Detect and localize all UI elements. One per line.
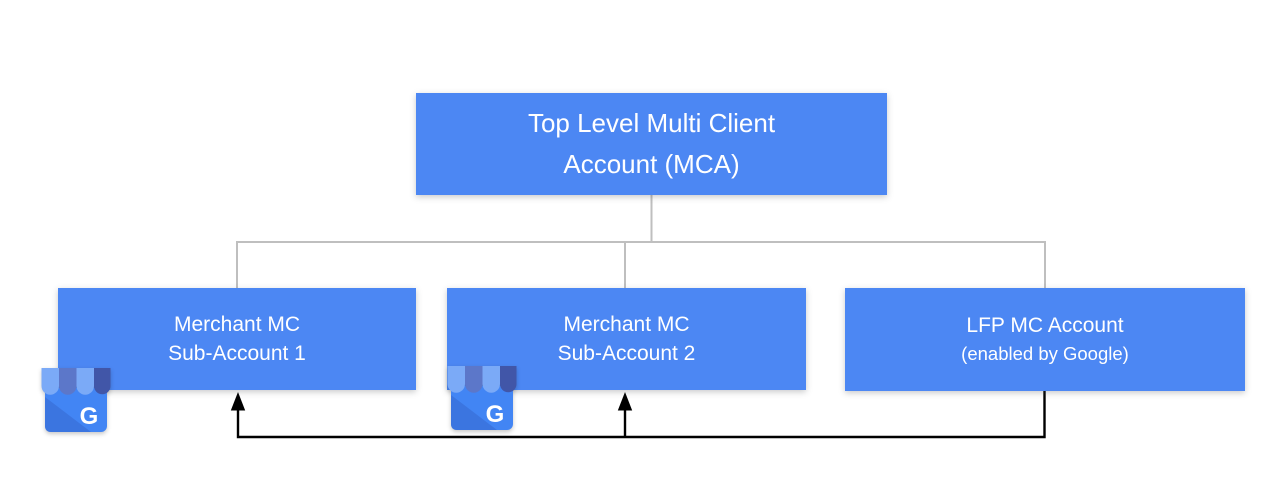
node-top-mca: Top Level Multi Client Account (MCA) xyxy=(416,93,887,195)
awning-stripe xyxy=(500,366,517,393)
node-merchant-sub-account-1: Merchant MC Sub-Account 1 xyxy=(58,288,416,390)
google-g-letter: G xyxy=(80,403,99,430)
awning-stripe xyxy=(482,366,500,393)
node-merchant-sub-account-2: Merchant MC Sub-Account 2 xyxy=(447,288,806,390)
google-my-business-icon: G xyxy=(41,368,111,432)
tree-connector-path xyxy=(236,195,1046,288)
node-lfp-mc-account: LFP MC Account (enabled by Google) xyxy=(845,288,1245,391)
arrowhead-up-icon xyxy=(230,392,246,411)
node-label-line1: Merchant MC xyxy=(173,313,301,336)
node-label-line1: Merchant MC xyxy=(563,313,690,336)
storefront-fold-shade xyxy=(451,395,497,430)
awning-stripe xyxy=(76,368,94,395)
node-label-line2: (enabled by Google) xyxy=(961,343,1129,364)
flow-connector-path xyxy=(236,391,1046,439)
google-g-letter: G xyxy=(486,401,505,428)
awning-stripe xyxy=(41,368,59,395)
storefront-fold-shade xyxy=(45,397,91,432)
node-label-line1: LFP MC Account xyxy=(966,314,1124,337)
awning-stripe xyxy=(94,368,111,395)
awning-stripe xyxy=(447,366,465,393)
arrowhead-up-icon xyxy=(617,392,633,411)
node-label-line1: Top Level Multi Client xyxy=(527,108,776,138)
node-label-line2: Sub-Account 1 xyxy=(168,342,306,365)
node-label-line2: Account (MCA) xyxy=(563,149,740,179)
node-label-line2: Sub-Account 2 xyxy=(557,342,696,365)
google-my-business-icon: G xyxy=(447,366,517,430)
awning-stripe xyxy=(59,368,77,395)
awning-stripe xyxy=(465,366,483,393)
